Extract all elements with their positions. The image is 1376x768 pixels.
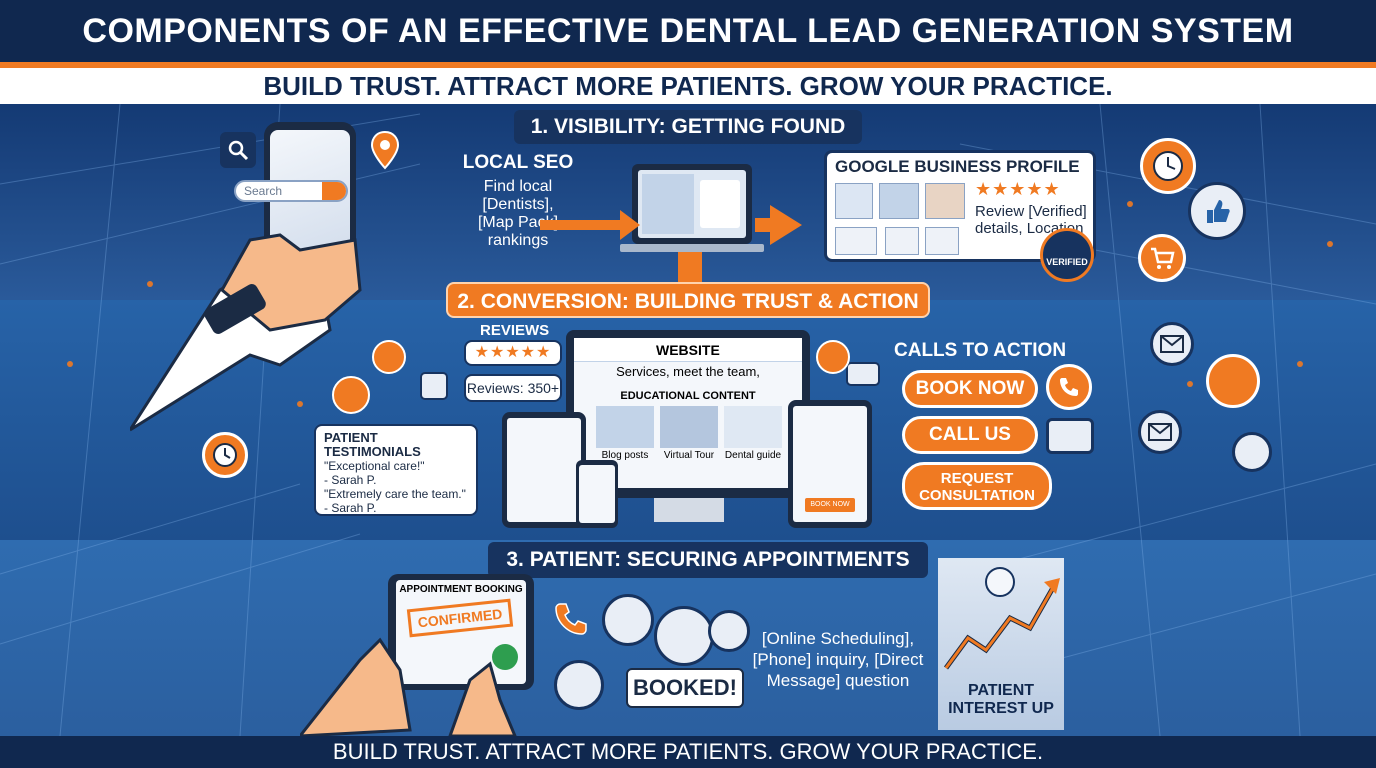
email-icon-2 <box>1138 410 1182 454</box>
tour-thumb[interactable] <box>660 406 718 448</box>
request-consultation-button[interactable]: REQUEST CONSULTATION <box>902 462 1052 510</box>
location-pin-icon <box>370 130 400 170</box>
down-arrow <box>678 252 702 286</box>
gbp-stars: ★★★★★ <box>975 179 1061 199</box>
page-subtitle: BUILD TRUST. ATTRACT MORE PATIENTS. GROW… <box>0 68 1376 104</box>
blog-label[interactable]: Blog posts <box>601 450 649 461</box>
website-label: WEBSITE <box>656 342 720 358</box>
call-us-button[interactable]: CALL US <box>902 416 1038 454</box>
testimonials-card: PATIENT TESTIMONIALS "Exceptional care!"… <box>314 424 478 516</box>
search-icon[interactable] <box>220 132 256 168</box>
hand-holding-phone <box>130 233 362 432</box>
title-divider <box>0 62 1376 68</box>
gbp-card: GOOGLE BUSINESS PROFILE ★★★★★ Review [Ve… <box>824 150 1096 262</box>
patient-heading: 3. PATIENT: SECURING APPOINTMENTS <box>488 542 928 578</box>
interest-label: PATIENT INTEREST UP <box>948 682 1054 717</box>
reviews-label: REVIEWS <box>480 322 550 339</box>
laptop-map <box>632 164 752 244</box>
clock-icon <box>1140 138 1196 194</box>
testimonial-author: - Sarah P. <box>324 501 377 515</box>
clock-shield-icon <box>202 432 248 478</box>
map-pin-tile <box>885 227 919 255</box>
content-title: EDUCATIONAL CONTENT <box>620 390 756 402</box>
book-now-button[interactable]: BOOK NOW <box>902 370 1038 408</box>
hand-tapping <box>300 637 517 736</box>
booking-phone: APPOINTMENT BOOKING CONFIRMED <box>388 574 534 690</box>
laptop-base <box>620 244 764 252</box>
patient-avatar-3 <box>554 660 604 710</box>
tour-label[interactable]: Virtual Tour <box>663 450 715 461</box>
page-title: COMPONENTS OF AN EFFECTIVE DENTAL LEAD G… <box>0 0 1376 62</box>
email-icon <box>1150 322 1194 366</box>
like-icon <box>420 372 448 400</box>
local-seo-title: LOCAL SEO <box>462 152 574 173</box>
conversion-heading: 2. CONVERSION: BUILDING TRUST & ACTION <box>446 282 930 318</box>
channels-text: [Online Scheduling], [Phone] inquiry, [D… <box>752 629 924 690</box>
store-icon <box>835 183 873 219</box>
clinic-photo <box>879 183 919 219</box>
gbp-title: GOOGLE BUSINESS PROFILE <box>835 157 1080 176</box>
testimonial-author: - Sarah P. <box>324 473 377 487</box>
refresh-icon <box>1206 354 1260 408</box>
local-seo-text: Find local [Dentists], [Map Pack] rankin… <box>477 178 559 249</box>
flow-arrows <box>540 205 802 245</box>
guide-label[interactable]: Dental guide <box>724 450 782 461</box>
verified-badge: VERIFIED <box>1040 228 1094 282</box>
patient-avatar-2 <box>708 610 750 652</box>
growth-arrow-icon <box>943 567 1060 670</box>
message-bubble-icon <box>846 362 880 386</box>
booked-bubble: BOOKED! <box>626 668 744 708</box>
chat-icon[interactable] <box>1046 418 1094 454</box>
search-placeholder: Search <box>244 184 283 198</box>
monitor-stand <box>654 498 724 522</box>
search-button[interactable] <box>322 182 346 200</box>
booking-title: APPOINTMENT BOOKING <box>399 584 523 595</box>
cart-icon <box>1138 234 1186 282</box>
check-icon <box>492 644 518 670</box>
tablet-reviews <box>502 412 586 528</box>
smiley-icon-2 <box>332 376 370 414</box>
thumbs-up-icon <box>1188 182 1246 240</box>
footer-tagline: BUILD TRUST. ATTRACT MORE PATIENTS. GROW… <box>0 736 1376 768</box>
cta-title: CALLS TO ACTION <box>894 340 1067 361</box>
verified-label: VERIFIED <box>1046 257 1088 267</box>
reviews-stars: ★★★★★ <box>464 340 562 366</box>
testimonials-title: PATIENT TESTIMONIALS <box>324 430 421 459</box>
testimonial-line: "Extremely care the team." <box>324 487 466 501</box>
interest-chart-panel: PATIENT INTEREST UP <box>938 558 1064 730</box>
listing-icon <box>835 227 877 255</box>
website-tagline: Services, meet the team, <box>616 364 760 379</box>
ringing-phone-icon <box>552 598 592 638</box>
search-input[interactable]: Search <box>234 180 348 202</box>
clock-icon-2 <box>1232 432 1272 472</box>
phone-small <box>576 460 618 528</box>
testimonial-line: "Exceptional care!" <box>324 459 425 473</box>
blog-thumb[interactable] <box>596 406 654 448</box>
calendar-icon <box>602 594 654 646</box>
visibility-heading: 1. VISIBILITY: GETTING FOUND <box>514 110 862 144</box>
map-grid-decoration <box>0 104 1376 736</box>
dentist-photo <box>925 183 965 219</box>
phone-icon[interactable] <box>1046 364 1092 410</box>
guide-thumb[interactable] <box>724 406 782 448</box>
tablet-booking: BOOK NOW <box>788 400 872 528</box>
small-book-now-button[interactable]: BOOK NOW <box>805 498 855 512</box>
smiley-icon-3 <box>816 340 850 374</box>
patient-avatar <box>654 606 714 666</box>
smiley-icon <box>372 340 406 374</box>
local-seo-block: LOCAL SEO Find local [Dentists], [Map Pa… <box>456 152 580 250</box>
reviews-count: Reviews: 350+ <box>464 374 562 402</box>
tooth-tile <box>925 227 959 255</box>
